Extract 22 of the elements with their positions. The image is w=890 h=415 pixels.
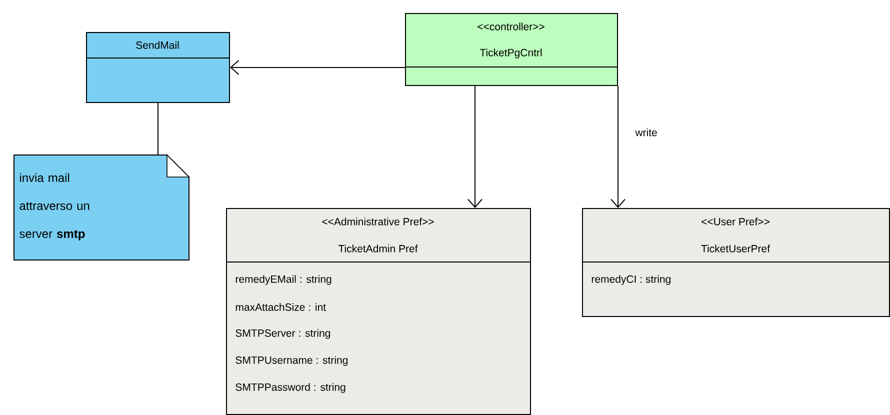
note-text: invia mail attraverso un server smtp — [20, 173, 90, 240]
class-box — [582, 208, 890, 317]
class-name: SendMail — [136, 41, 179, 49]
attribute-text: SMTPPassword : string — [236, 383, 346, 393]
attribute-text: SMTPUsername : string — [236, 356, 348, 366]
arrow — [230, 60, 406, 75]
stereotype-label: <<controller>> — [478, 22, 544, 30]
attribute-text: maxAttachSize : int — [236, 303, 326, 311]
arrow — [468, 86, 482, 208]
class-box — [226, 208, 531, 415]
class-box — [86, 32, 230, 103]
edge-label: write — [634, 128, 658, 138]
class-name: TicketAdmin Pref — [338, 244, 418, 252]
attribute-text: remedyEMail : string — [236, 275, 332, 285]
attribute-text: remedyCI : string — [592, 275, 670, 285]
attribute-text: SMTPServer : string — [236, 329, 330, 339]
arrow — [610, 86, 626, 208]
class-name: TicketUserPref — [701, 244, 770, 252]
stereotype-label: <<Administrative Pref>> — [322, 218, 434, 226]
class-box — [404, 13, 618, 86]
stereotype-label: <<User Pref>> — [702, 218, 770, 226]
class-name: TicketPgCntrl — [480, 48, 542, 58]
